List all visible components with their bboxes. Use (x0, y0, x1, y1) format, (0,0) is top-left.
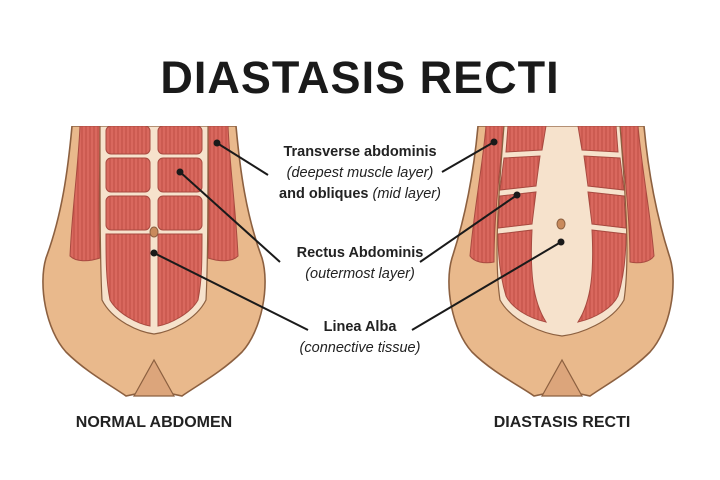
page-title: DIASTASIS RECTI (160, 52, 560, 103)
left-navel (149, 226, 159, 238)
label-transverse-name: Transverse abdominis (283, 144, 437, 160)
right-oblique-l (469, 126, 505, 264)
right-rectus-right (576, 126, 627, 323)
label-linea-desc: (connective tissue) (299, 340, 421, 356)
leader-linea-left (153, 252, 309, 331)
normal-abdomen-figure (42, 126, 266, 397)
leader-lines (150, 138, 565, 331)
left-rectus-left (105, 126, 151, 327)
label-obliques-name: and obliques (279, 186, 369, 202)
label-rectus-desc: (outermost layer) (305, 266, 415, 282)
label-linea: Linea Alba (connective tissue) (270, 317, 450, 359)
leader-rectus-left (179, 171, 281, 263)
leader-rectus-right (419, 194, 518, 263)
label-transverse: Transverse abdominis (deepest muscle lay… (255, 142, 465, 205)
label-rectus: Rectus Abdominis (outermost layer) (270, 243, 450, 285)
label-obliques-desc: (mid layer) (372, 186, 441, 202)
diastasis-figure (448, 126, 674, 397)
left-oblique-l (69, 126, 101, 262)
label-rectus-name: Rectus Abdominis (296, 245, 424, 261)
right-navel (556, 218, 566, 230)
left-oblique-r (207, 126, 239, 262)
leader-transverse-right (441, 141, 495, 173)
label-transverse-desc: (deepest muscle layer) (286, 165, 434, 181)
caption-diastasis-recti: DIASTASIS RECTI (493, 414, 631, 431)
right-oblique-r (619, 126, 655, 264)
leader-linea-right (411, 241, 562, 331)
label-linea-name: Linea Alba (323, 319, 397, 335)
leader-transverse-left (216, 142, 269, 176)
caption-normal-abdomen: NORMAL ABDOMEN (75, 414, 233, 431)
